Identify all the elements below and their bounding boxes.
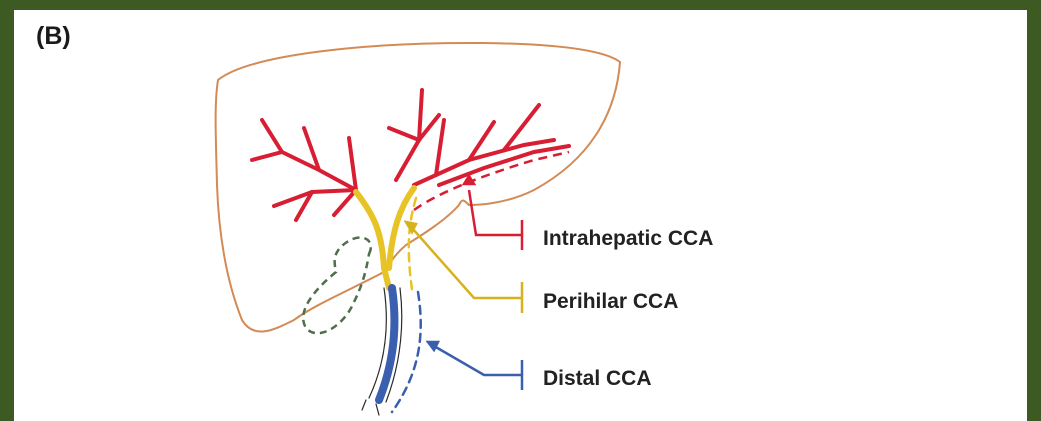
figure-panel: (B) [14,10,1027,421]
liver-outline [216,43,620,332]
distal-duct [362,288,421,415]
perihilar-cca-label: Perihilar CCA [543,290,678,313]
intrahepatic-callout [464,176,522,250]
intrahepatic-cca-label: Intrahepatic CCA [543,227,713,250]
biliary-tree-diagram: Intrahepatic CCA Perihilar CCA Distal CC… [14,10,1027,421]
distal-cca-label: Distal CCA [543,367,652,390]
intrahepatic-ducts [252,90,569,220]
gallbladder [303,238,371,334]
distal-callout [428,342,522,390]
